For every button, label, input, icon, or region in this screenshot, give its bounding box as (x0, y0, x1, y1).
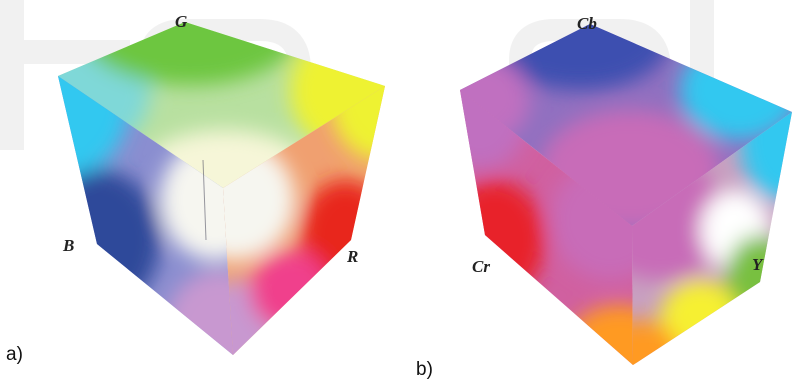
axis-label-g: G (175, 12, 188, 31)
axis-label-cr: Cr (472, 257, 490, 276)
rgb-top-green (80, 22, 300, 85)
panel-b-label: b) (416, 359, 433, 380)
axis-label-y: Y (752, 255, 764, 274)
panel-a-label: a) (6, 344, 23, 365)
rgb-top-white (135, 130, 315, 188)
ycbcr-cube (460, 24, 792, 365)
ycbcr-cube-right-face (632, 112, 792, 365)
axis-label-cb: Cb (577, 14, 597, 33)
axis-label-r: R (346, 247, 358, 266)
axis-label-b: B (62, 236, 74, 255)
